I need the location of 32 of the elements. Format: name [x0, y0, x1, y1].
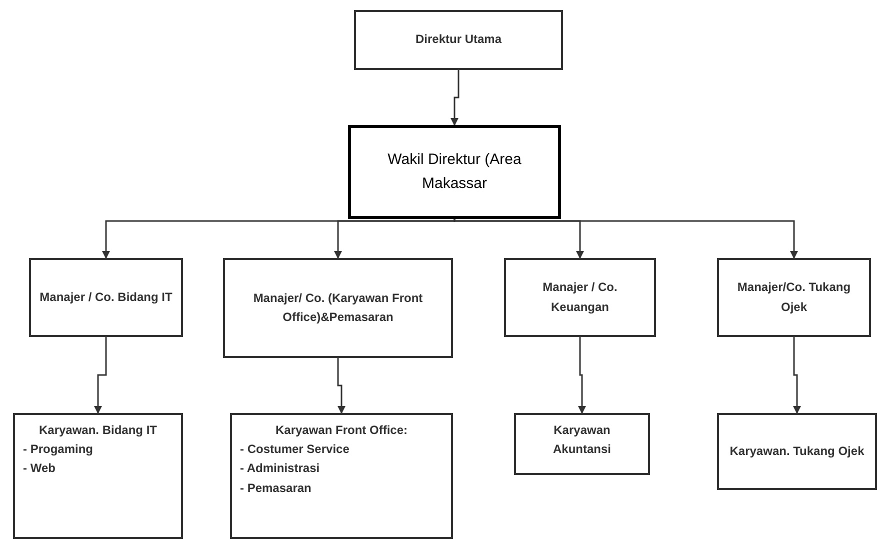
connector-arrow [94, 337, 107, 414]
org-box [717, 258, 871, 337]
org-box [13, 413, 183, 539]
org-box [354, 10, 563, 70]
box-text: - Administrasi [240, 460, 321, 478]
org-box [717, 413, 877, 490]
box-text: Manajer / Co. Bidang IT [40, 288, 172, 306]
box-text: Karyawan Akuntansi [552, 422, 612, 458]
org-box [514, 413, 650, 475]
org-box [230, 413, 453, 539]
connector-arrow [334, 219, 456, 259]
box-text: - Costumer Service [240, 441, 350, 458]
box-text: Manajer/Co. Tukang Ojek [736, 279, 852, 316]
org-box [504, 258, 656, 337]
box-text: Karyawan Front Office: [275, 422, 408, 439]
connector-arrow [454, 218, 798, 259]
box-text: Karyawan. Bidang IT [38, 422, 158, 439]
connector-arrow [337, 358, 346, 414]
box-text: Karyawan. Tukang Ojek [730, 442, 864, 460]
box-text: Direktur Utama [415, 31, 502, 48]
org-box [348, 125, 561, 219]
connector-arrow [578, 337, 586, 414]
box-text: - Web [23, 460, 56, 478]
org-box [223, 258, 453, 358]
box-text: Wakil Direktur (Area Makassar [386, 150, 522, 194]
box-text: - Pemasaran [240, 480, 312, 497]
org-box [29, 258, 183, 337]
box-text: Manajer / Co. Keuangan [542, 279, 618, 316]
connector-arrow [450, 70, 460, 126]
box-text: Manajer/ Co. (Karyawan Front Office)&Pemasaran [252, 290, 424, 326]
box-text: - Progaming [23, 441, 94, 458]
connector-arrow [793, 337, 801, 414]
